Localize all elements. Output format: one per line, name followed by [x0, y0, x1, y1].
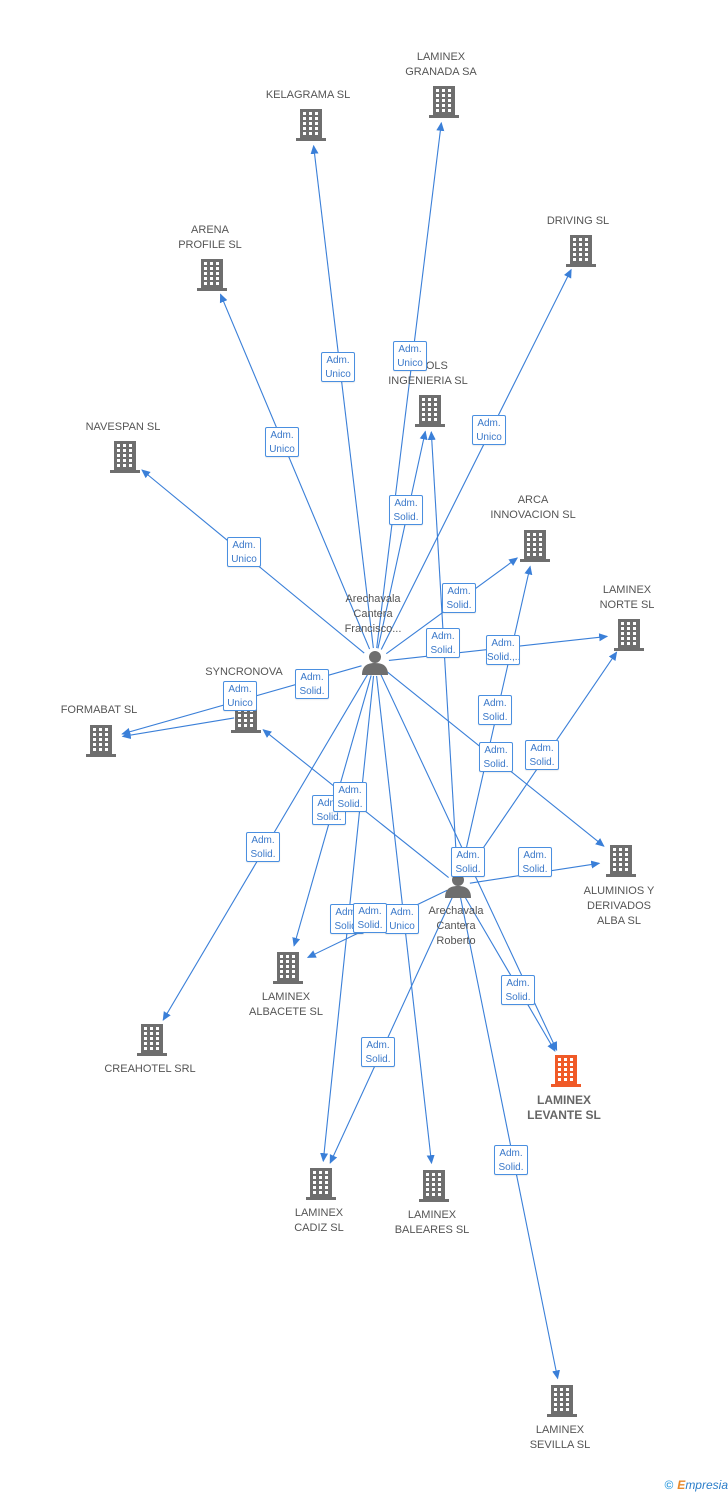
building-icon-levante[interactable]	[551, 1055, 581, 1087]
edge-francisco-tools	[377, 430, 428, 649]
person-icon-roberto[interactable]	[445, 874, 471, 898]
edge-label-roberto-levante[interactable]: Adm. Solid.	[501, 975, 535, 1005]
building-icon-sevilla[interactable]	[547, 1385, 577, 1417]
building-icon-baleares[interactable]	[419, 1170, 449, 1202]
nodes-layer	[86, 86, 644, 1417]
edge-label-roberto-syncronova[interactable]: Adm. Solid.	[333, 782, 367, 812]
edge-francisco-driving	[380, 268, 572, 650]
building-icon-aluminios[interactable]	[606, 845, 636, 877]
edge-label-roberto-aluminios[interactable]: Adm. Solid.	[518, 847, 552, 877]
building-icon-creahotel[interactable]	[137, 1024, 167, 1056]
edge-label-francisco-navespan[interactable]: Adm. Unico	[227, 537, 261, 567]
node-label-tools[interactable]: ...OOLS INGENIERIA SL	[388, 360, 468, 387]
edge-label-francisco-levante[interactable]: Adm. Solid.	[426, 628, 460, 658]
node-label-arca[interactable]: ARCA INNOVACION SL	[490, 494, 576, 521]
brand-initial: E	[677, 1478, 686, 1492]
edge-label-francisco-creahotel[interactable]: Adm. Solid.	[246, 832, 280, 862]
edge-label-francisco-formabat[interactable]: Adm. Solid.	[295, 669, 329, 699]
edge-label-francisco-baleares[interactable]: Adm. Solid.	[361, 1037, 395, 1067]
node-label-francisco[interactable]: Arechavala Cantera Francisco...	[344, 593, 402, 635]
edge-roberto-cadiz	[329, 895, 454, 1164]
edge-syncronova-formabat	[121, 717, 235, 740]
edge-label-francisco-kelagrama[interactable]: Adm. Unico	[321, 352, 355, 382]
building-icon-kelagrama[interactable]	[296, 109, 326, 141]
node-label-albacete[interactable]: LAMINEX ALBACETE SL	[249, 991, 323, 1018]
building-icon-tools[interactable]	[415, 395, 445, 427]
node-label-roberto[interactable]: Arechavala Cantera Roberto	[428, 905, 484, 947]
edge-label-roberto-norte[interactable]: Adm. Solid.	[451, 847, 485, 877]
building-icon-albacete[interactable]	[273, 952, 303, 984]
building-icon-navespan[interactable]	[110, 441, 140, 473]
brand-name: mpresia	[685, 1478, 728, 1492]
edge-francisco-kelagrama	[310, 144, 374, 649]
node-label-syncronova[interactable]: SYNCRONOVA	[205, 666, 283, 678]
edge-label-francisco-norte[interactable]: Adm. Solid.,...	[486, 635, 520, 665]
node-label-cadiz[interactable]: LAMINEX CADIZ SL	[294, 1207, 344, 1234]
edge-label-roberto-arca[interactable]: Adm. Solid.	[479, 742, 513, 772]
building-icon-norte[interactable]	[614, 619, 644, 651]
edge-label-francisco-granada[interactable]: Adm. Unico	[393, 341, 427, 371]
building-icon-arena[interactable]	[197, 259, 227, 291]
building-icon-cadiz[interactable]	[306, 1168, 336, 1200]
building-icon-formabat[interactable]	[86, 725, 116, 757]
edge-label-francisco-arca[interactable]: Adm. Solid.	[442, 583, 476, 613]
node-label-aluminios[interactable]: ALUMINIOS Y DERIVADOS ALBA SL	[583, 885, 655, 927]
building-icon-driving[interactable]	[566, 235, 596, 267]
edge-label-francisco-aluminios[interactable]: Adm. Solid.	[525, 740, 559, 770]
node-label-norte[interactable]: LAMINEX NORTE SL	[599, 584, 655, 611]
edge-label-francisco-driving[interactable]: Adm. Unico	[472, 415, 506, 445]
building-icon-arca[interactable]	[520, 530, 550, 562]
node-label-arena[interactable]: ARENA PROFILE SL	[178, 224, 242, 251]
node-label-baleares[interactable]: LAMINEX BALEARES SL	[394, 1209, 470, 1236]
node-label-formabat[interactable]: FORMABAT SL	[60, 704, 138, 716]
node-label-granada[interactable]: LAMINEX GRANADA SA	[405, 51, 477, 78]
edge-label-roberto-sevilla[interactable]: Adm. Solid.	[494, 1145, 528, 1175]
edge-francisco-granada	[376, 121, 445, 649]
edge-label-francisco-tools[interactable]: Adm. Solid.	[389, 495, 423, 525]
node-label-driving[interactable]: DRIVING SL	[546, 215, 610, 227]
edge-label-roberto-albacete[interactable]: Adm. Unico	[385, 904, 419, 934]
edge-label-syncronova-formabat[interactable]: Adm. Unico	[223, 681, 257, 711]
edge-label-roberto-tools[interactable]: Adm. Solid.	[478, 695, 512, 725]
node-label-navespan[interactable]: NAVESPAN SL	[85, 421, 161, 433]
person-icon-francisco[interactable]	[362, 651, 388, 675]
edge-roberto-levante	[463, 895, 556, 1052]
edge-label-francisco-arena[interactable]: Adm. Unico	[265, 427, 299, 457]
edge-label-roberto-cadiz[interactable]: Adm. Solid.	[353, 903, 387, 933]
edge-roberto-sevilla	[459, 896, 560, 1380]
edge-francisco-arena	[219, 293, 371, 650]
copyright-icon: ©	[664, 1478, 674, 1492]
building-icon-granada[interactable]	[429, 86, 459, 118]
footer-brand[interactable]: ©Empresia	[664, 1478, 728, 1492]
node-label-kelagrama[interactable]: KELAGRAMA SL	[265, 89, 351, 101]
node-label-creahotel[interactable]: CREAHOTEL SRL	[104, 1063, 196, 1075]
node-label-sevilla[interactable]: LAMINEX SEVILLA SL	[529, 1424, 591, 1451]
node-label-levante[interactable]: LAMINEX LEVANTE SL	[527, 1093, 601, 1122]
